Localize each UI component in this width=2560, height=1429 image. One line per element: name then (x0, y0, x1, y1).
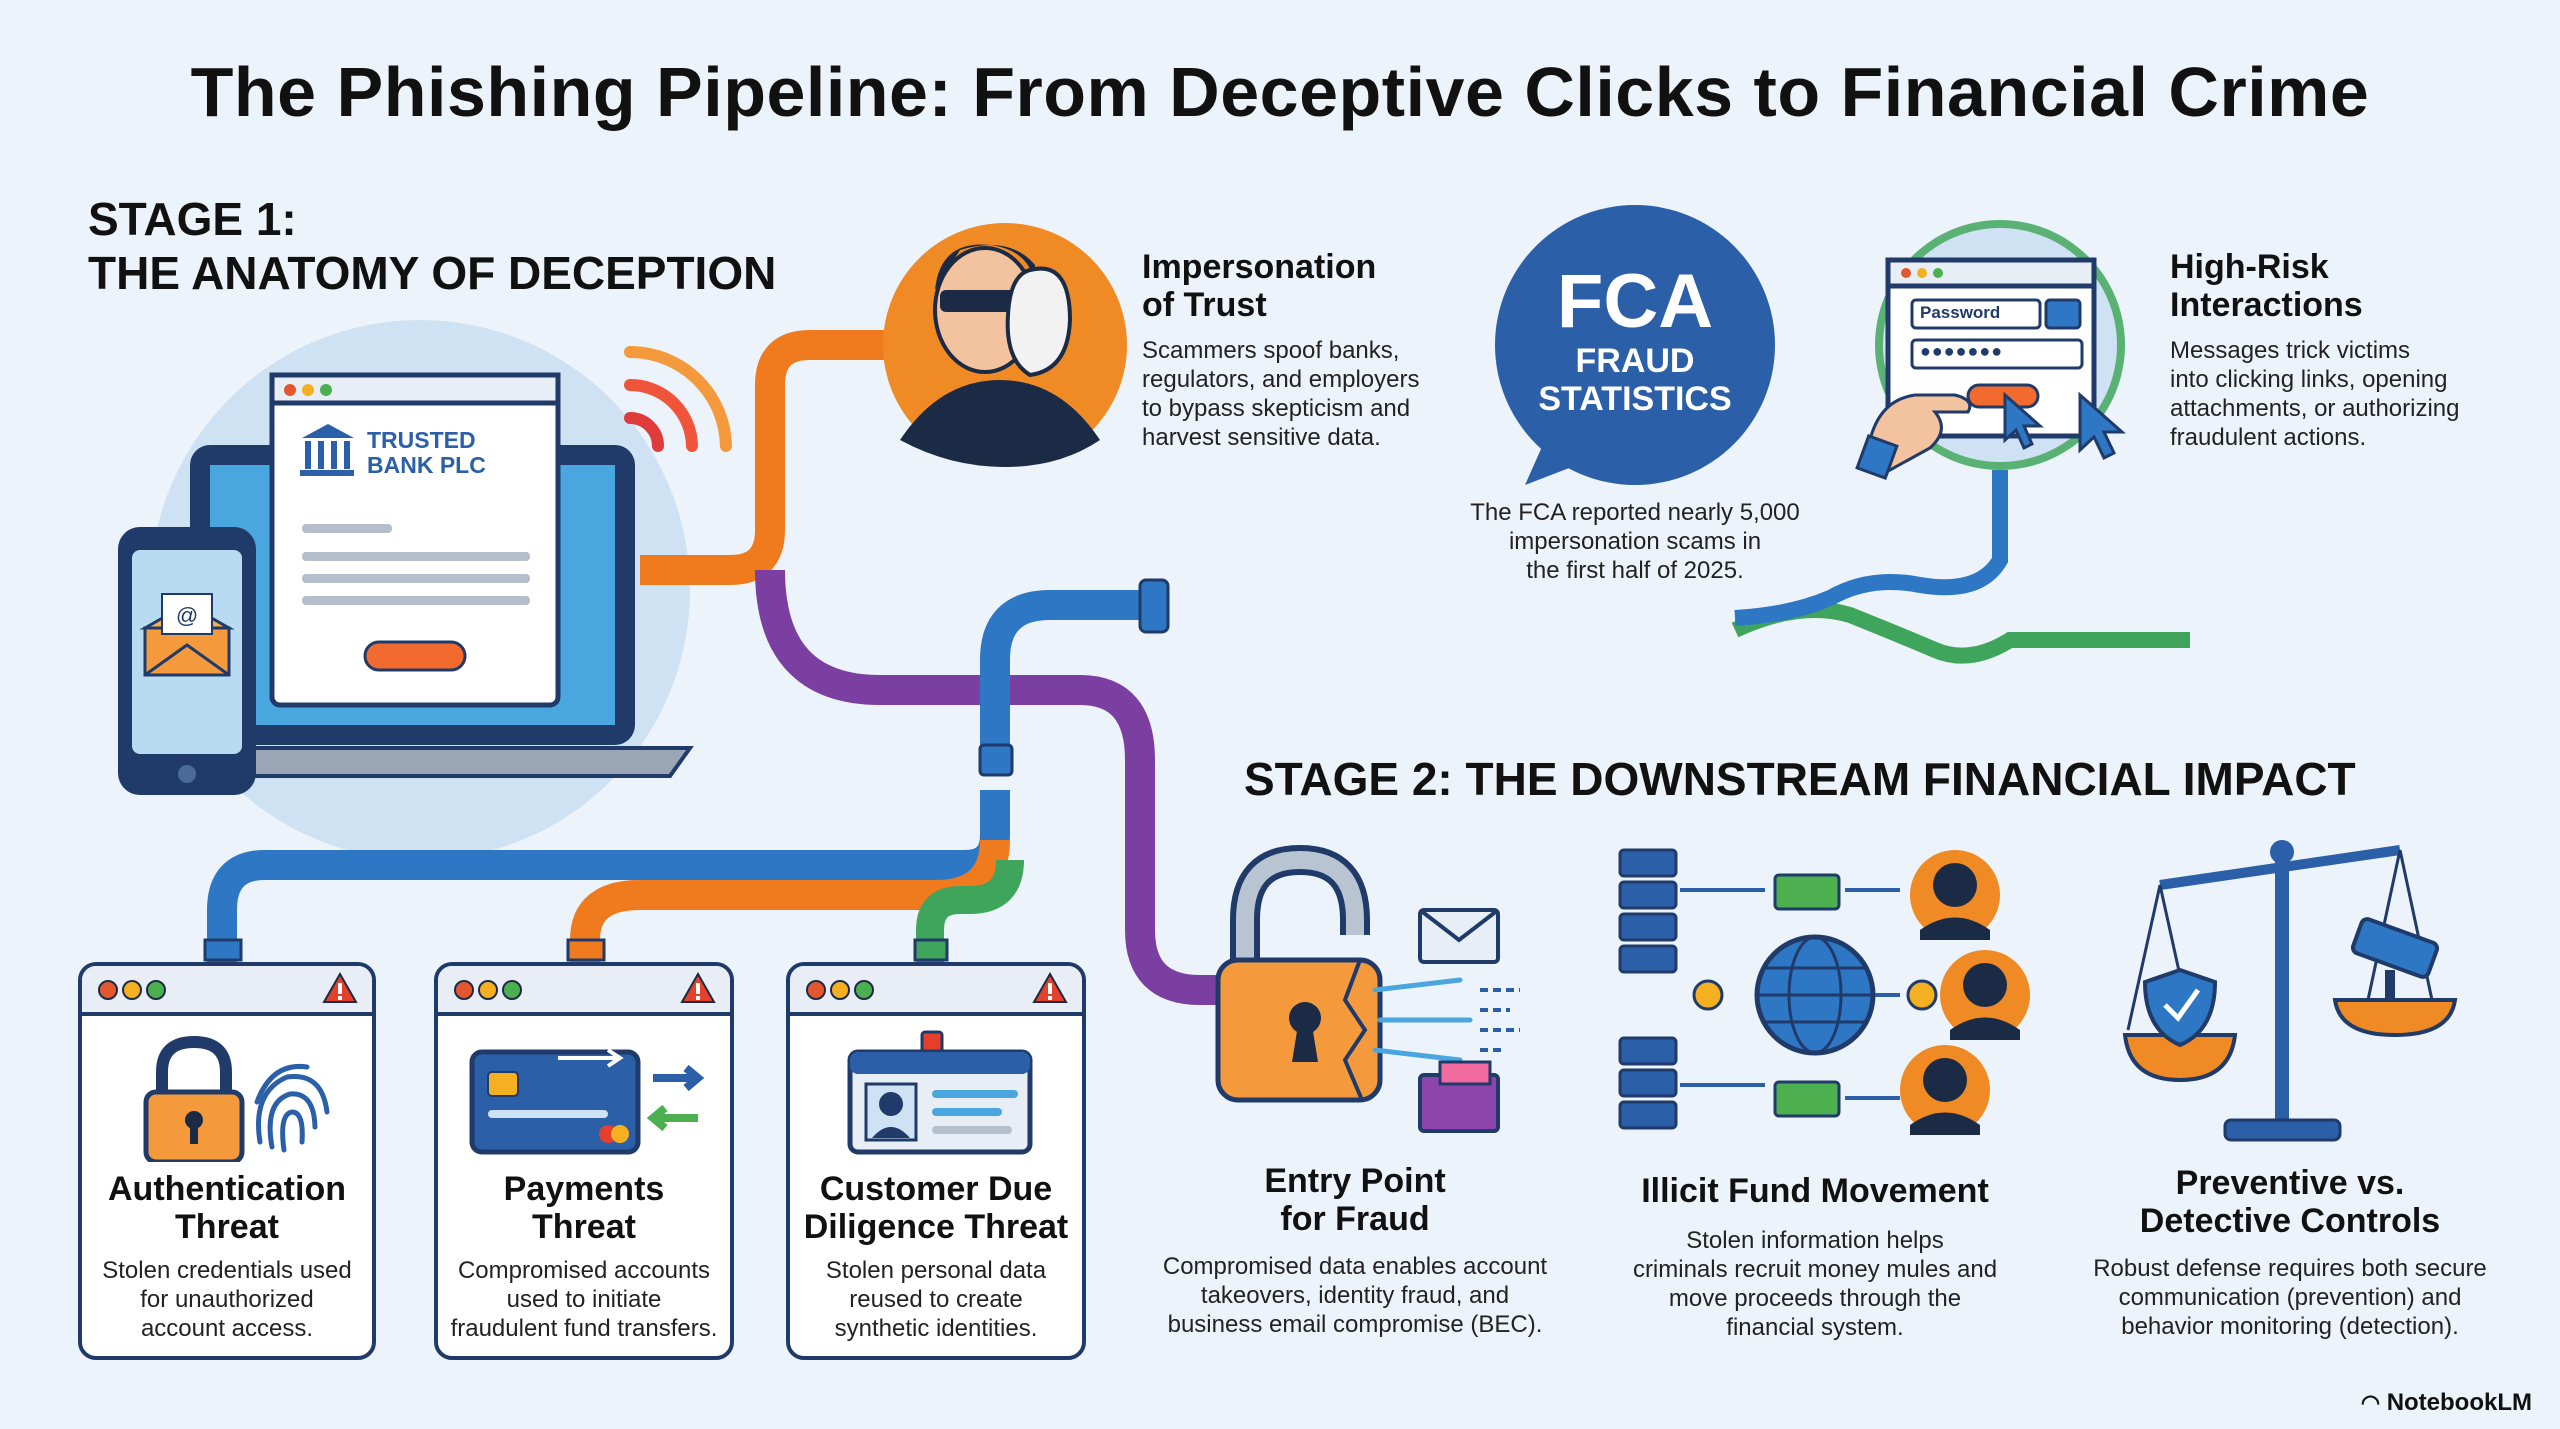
server-stack-top (1618, 848, 1678, 974)
high-risk-title: High-Risk Interactions (2170, 248, 2363, 324)
high-risk-desc: Messages trick victims into clicking lin… (2170, 337, 2460, 451)
illicit-fund-title: Illicit Fund Movement (1641, 1172, 1989, 1210)
lock-fingerprint-icon (143, 1035, 330, 1162)
card-title: Authentication Threat (108, 1170, 346, 1246)
id-card-icon (847, 1030, 1033, 1155)
password-label: Password (1920, 303, 2001, 322)
purple-pipe (755, 569, 1230, 1005)
controls-section: Preventive vs. Detective Controls Robust… (2070, 1164, 2510, 1341)
green-pipe-right (1731, 602, 2190, 664)
stage2-heading: STAGE 2: THE DOWNSTREAM FINANCIAL IMPACT (1244, 753, 2356, 805)
payments-threat-card: Payments Threat Compromised accounts use… (434, 962, 734, 1360)
server-stack-bottom (1618, 1036, 1678, 1130)
entry-point-section: Entry Point for Fraud Compromised data e… (1140, 1162, 1570, 1339)
money-mule-figures (1900, 850, 2030, 1135)
credit-card-transfer-icon (469, 1048, 705, 1155)
illicit-fund-section: Illicit Fund Movement Stolen information… (1600, 1172, 2030, 1342)
fund-movement-network-icon (1618, 848, 2030, 1135)
notebooklm-logo: ◠ NotebookLM (2360, 1389, 2532, 1416)
card-desc: Compromised accounts used to initiate fr… (450, 1257, 718, 1342)
fca-badge-text: FCA FRAUD STATISTICS (1538, 259, 1732, 419)
card-desc: Stolen personal data reused to create sy… (825, 1257, 1047, 1342)
page-title: The Phishing Pipeline: From Deceptive Cl… (190, 53, 2370, 131)
entry-point-title: Entry Point for Fraud (1264, 1162, 1446, 1238)
blue-pipe-loop (980, 590, 1155, 760)
bank-email-window (269, 372, 561, 708)
card-title: Customer Due Diligence Threat (803, 1170, 1069, 1246)
entry-point-desc: Compromised data enables account takeove… (1162, 1253, 1548, 1338)
login-click-illustration (1731, 220, 2190, 664)
illicit-fund-desc: Stolen information helps criminals recru… (1632, 1227, 1998, 1341)
orange-pipe-card2 (570, 839, 1010, 962)
controls-desc: Robust defense requires both secure comm… (2093, 1255, 2487, 1340)
mask-person-icon (883, 223, 1127, 467)
stage1-subtitle: THE ANATOMY OF DECEPTION (88, 247, 777, 299)
green-pipe-card3 (916, 859, 1024, 962)
bank-name: TRUSTED BANK PLC (367, 427, 486, 478)
blue-pipe-right (1734, 470, 2008, 626)
notebooklm-icon: ◠ (2360, 1390, 2381, 1415)
controls-title: Preventive vs. Detective Controls (2139, 1164, 2441, 1240)
balance-scale-icon (2122, 840, 2458, 1142)
orange-pipe-top (640, 330, 895, 585)
warning-icon (680, 972, 716, 1003)
authentication-threat-card: Authentication Threat Stolen credentials… (78, 962, 376, 1360)
svg-text:@: @ (176, 603, 198, 628)
fca-stat-desc: The FCA reported nearly 5,000 impersonat… (1470, 499, 1800, 584)
email-cta-button (363, 640, 467, 672)
stage1-label: STAGE 1: (88, 193, 297, 245)
camera-icon (2350, 917, 2440, 998)
password-mask: ●●●●●●● (1920, 341, 2004, 361)
broken-padlock-icon (1215, 844, 1520, 1133)
shield-check-icon (2142, 967, 2218, 1048)
warning-icon (322, 972, 358, 1003)
card-title: Payments Threat (503, 1170, 665, 1246)
card-desc: Stolen credentials used for unauthorized… (102, 1257, 352, 1342)
high-risk-section: High-Risk Interactions Messages trick vi… (2170, 248, 2460, 452)
fca-badge (1495, 205, 1775, 485)
impersonation-section: Impersonation of Trust Scammers spoof ba… (1142, 248, 1419, 452)
signal-icon (624, 346, 732, 452)
warning-icon (1032, 972, 1068, 1003)
customer-due-diligence-card: Customer Due Diligence Threat Stolen per… (786, 962, 1086, 1360)
impersonation-title: Impersonation of Trust (1142, 248, 1377, 324)
phone-icon: @ (118, 527, 256, 795)
impersonation-desc: Scammers spoof banks, regulators, and em… (1142, 337, 1420, 451)
bank-icon (300, 424, 354, 476)
stage1-heading: STAGE 1: THE ANATOMY OF DECEPTION (88, 192, 776, 300)
